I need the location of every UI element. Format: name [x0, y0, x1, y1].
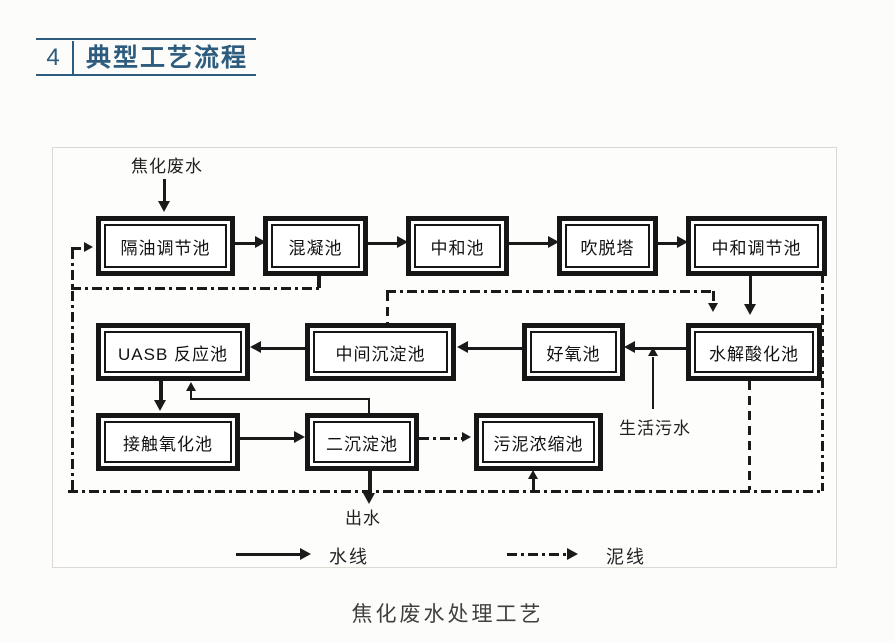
flow-line [260, 347, 305, 350]
box-label: 中和池 [430, 238, 485, 258]
arrow-right-icon [397, 236, 408, 248]
arrow-down-icon [363, 493, 375, 504]
return-line [368, 398, 370, 413]
return-line [190, 391, 192, 400]
legend-sludge-label: 泥线 [606, 547, 646, 567]
legend-sludge-line-sample [507, 553, 569, 556]
header-rule-top [36, 38, 256, 40]
flow-line [368, 242, 399, 245]
flow-line [240, 437, 294, 440]
arrow-up-icon [186, 382, 196, 391]
flow-line [467, 347, 522, 350]
box-oil-separation-tank: 隔油调节池 [96, 216, 235, 276]
box-label: 混凝池 [288, 238, 343, 258]
arrow-right-icon [300, 548, 311, 560]
arrow-right-icon [567, 548, 578, 560]
arrow-left-icon [624, 341, 635, 353]
flow-line [634, 347, 686, 350]
box-label: 接触氧化池 [123, 434, 213, 454]
arrow-down-icon [744, 304, 756, 315]
box-contact-oxidation-tank: 接触氧化池 [96, 413, 240, 471]
arrow-up-icon [648, 347, 658, 356]
box-label: 隔油调节池 [120, 238, 211, 258]
box-label: 中间沉淀池 [335, 344, 426, 364]
recycle-line [386, 292, 389, 323]
legend-water-line-sample [236, 553, 302, 556]
sludge-line [748, 381, 751, 490]
flow-line [509, 242, 550, 245]
box-label: 水解酸化池 [709, 344, 799, 364]
sludge-line-bottom-border [68, 490, 823, 493]
arrow-right-icon [462, 432, 471, 442]
box-coagulation-tank: 混凝池 [263, 216, 368, 276]
box-label: 吹脱塔 [580, 238, 635, 258]
header-rule-bottom [36, 74, 256, 76]
box-hydrolysis-acidification-tank: 水解酸化池 [686, 323, 822, 381]
sludge-line [419, 437, 464, 440]
recycle-line [386, 290, 712, 293]
box-label: 二沉淀池 [326, 434, 398, 454]
recycle-line [712, 291, 715, 304]
box-secondary-sedimentation-tank: 二沉淀池 [305, 413, 419, 471]
box-stripping-tower: 吹脱塔 [557, 216, 658, 276]
box-sludge-thickening-tank: 污泥浓缩池 [474, 413, 603, 471]
effluent-line [368, 471, 372, 495]
arrow-down-icon [708, 303, 718, 312]
box-label: 好氧池 [546, 344, 601, 364]
sludge-line [317, 276, 321, 288]
arrow-right-icon [548, 236, 559, 248]
arrow-left-icon [457, 341, 468, 353]
legend-water-label: 水线 [329, 547, 369, 567]
header-divider [72, 41, 74, 74]
box-aerobic-tank: 好氧池 [522, 323, 625, 381]
box-neutralization-regulating-tank: 中和调节池 [686, 216, 827, 276]
section-number: 4 [46, 44, 60, 71]
box-neutralization-tank: 中和池 [406, 216, 509, 276]
arrow-right-icon [84, 242, 93, 252]
box-label: 污泥浓缩池 [493, 434, 584, 454]
return-line [190, 398, 370, 400]
domestic-sewage-line [652, 357, 654, 409]
section-title: 典型工艺流程 [86, 44, 249, 72]
box-label: UASB 反应池 [117, 344, 229, 364]
figure-caption: 焦化废水处理工艺 [351, 603, 544, 626]
arrow-right-icon [677, 236, 688, 248]
sludge-line-left-border [71, 249, 74, 490]
sludge-return-line [71, 247, 86, 250]
flow-line [159, 381, 163, 402]
flow-line [749, 276, 752, 306]
domestic-sewage-label: 生活污水 [619, 419, 691, 438]
arrow-left-icon [250, 341, 261, 353]
sludge-line [532, 478, 535, 490]
sludge-line-right-border [821, 273, 824, 491]
influent-flow-line [163, 179, 166, 203]
box-label: 中和调节池 [711, 238, 802, 258]
flow-line [235, 242, 257, 245]
arrow-down-icon [154, 400, 166, 411]
sludge-line [71, 287, 319, 290]
arrow-up-icon [528, 470, 538, 479]
effluent-label: 出水 [345, 509, 381, 528]
arrow-right-icon [294, 431, 305, 443]
flow-line [658, 242, 679, 245]
influent-label: 焦化废水 [131, 157, 203, 176]
arrow-down-icon [158, 201, 170, 212]
box-uasb-reactor: UASB 反应池 [96, 323, 250, 381]
process-flow-diagram: 焦化废水 隔油调节池 混凝池 中和池 吹脱塔 中和调节池 [52, 147, 837, 568]
box-intermediate-sedimentation-tank: 中间沉淀池 [305, 323, 456, 381]
arrow-right-icon [255, 236, 266, 248]
